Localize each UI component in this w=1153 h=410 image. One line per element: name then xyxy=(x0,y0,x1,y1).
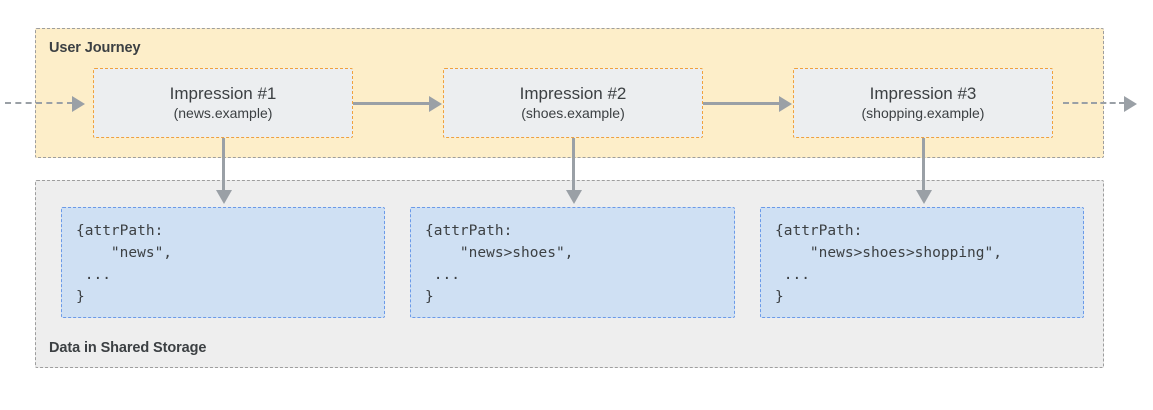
storage-entry-3-code: {attrPath: "news>shoes>shopping", ... } xyxy=(775,223,1002,306)
storage-entry-box-1: {attrPath: "news", ... } xyxy=(61,207,385,318)
impression-2-to-3-line xyxy=(703,102,780,105)
impression-1-to-storage-arrowhead-icon xyxy=(215,190,232,204)
storage-entry-box-2: {attrPath: "news>shoes", ... } xyxy=(410,207,735,318)
exit-arrow-line xyxy=(1063,102,1125,104)
impression-3-to-storage-arrowhead-icon xyxy=(915,190,932,204)
user-journey-label: User Journey xyxy=(49,40,141,56)
impression-1-origin: (news.example) xyxy=(173,104,273,121)
impression-2-origin: (shoes.example) xyxy=(521,104,625,121)
impression-3-origin: (shopping.example) xyxy=(861,104,985,121)
impression-box-2: Impression #2 (shoes.example) xyxy=(443,68,703,138)
impression-3-to-storage-line xyxy=(922,138,925,192)
storage-entry-2-code: {attrPath: "news>shoes", ... } xyxy=(425,223,574,306)
impression-box-3: Impression #3 (shopping.example) xyxy=(793,68,1053,138)
impression-2-to-storage-line xyxy=(572,138,575,192)
entry-arrowhead-icon xyxy=(72,95,85,112)
impression-1-to-storage-line xyxy=(222,138,225,192)
impression-1-to-2-arrowhead-icon xyxy=(429,95,442,112)
storage-entry-box-3: {attrPath: "news>shoes>shopping", ... } xyxy=(760,207,1084,318)
impression-1-title: Impression #1 xyxy=(169,84,277,104)
storage-entry-1-code: {attrPath: "news", ... } xyxy=(76,223,173,306)
shared-storage-label: Data in Shared Storage xyxy=(49,340,207,356)
entry-arrow-line xyxy=(5,102,73,104)
impression-1-to-2-line xyxy=(353,102,430,105)
impression-2-to-storage-arrowhead-icon xyxy=(565,190,582,204)
impression-2-title: Impression #2 xyxy=(519,84,627,104)
impression-3-title: Impression #3 xyxy=(869,84,977,104)
impression-2-to-3-arrowhead-icon xyxy=(779,95,792,112)
impression-box-1: Impression #1 (news.example) xyxy=(93,68,353,138)
exit-arrowhead-icon xyxy=(1124,95,1137,112)
